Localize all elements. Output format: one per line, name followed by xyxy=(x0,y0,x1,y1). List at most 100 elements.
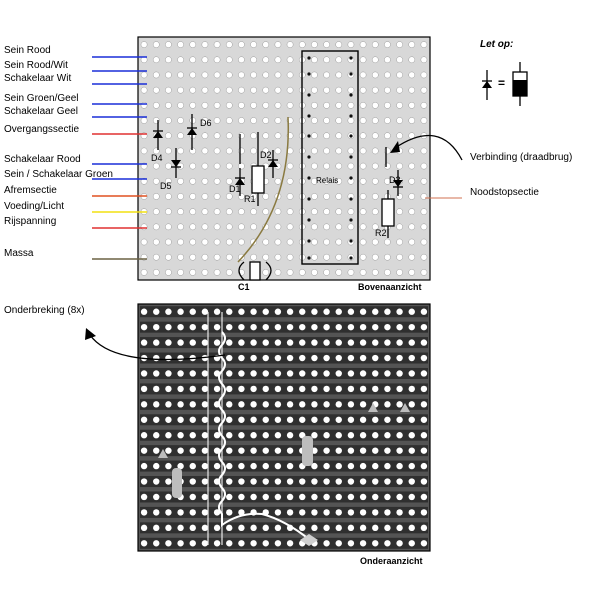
top-hole xyxy=(371,208,379,216)
bottom-hole xyxy=(177,432,184,439)
top-hole xyxy=(420,193,428,200)
label-d1: D1 xyxy=(229,184,241,194)
bottom-hole xyxy=(189,385,196,393)
relay-pin xyxy=(307,239,311,243)
top-hole xyxy=(152,86,160,94)
bottom-hole xyxy=(274,323,282,331)
label-massa: Massa xyxy=(4,248,34,259)
bottom-hole xyxy=(359,308,367,315)
label-c1: C1 xyxy=(238,282,250,292)
relay-pin xyxy=(349,218,353,222)
bottom-hole xyxy=(335,509,342,516)
bottom-hole xyxy=(226,339,233,346)
bottom-hole xyxy=(140,524,148,532)
top-hole xyxy=(408,101,416,109)
d4-body xyxy=(153,131,163,138)
top-hole xyxy=(274,132,282,140)
top-hole xyxy=(396,71,403,79)
top-hole xyxy=(347,101,355,109)
bottom-hole xyxy=(177,447,184,454)
bottom-hole xyxy=(384,432,391,439)
bottom-hole xyxy=(226,509,233,516)
copper-strip xyxy=(140,337,428,349)
top-hole xyxy=(371,253,379,261)
bottom-hole xyxy=(408,370,415,377)
top-hole xyxy=(238,86,245,94)
top-hole xyxy=(323,41,330,48)
bottom-hole xyxy=(335,401,342,408)
top-hole xyxy=(311,223,318,231)
bottom-hole xyxy=(177,509,184,516)
bottom-hole xyxy=(347,493,355,501)
relay-pin xyxy=(307,93,311,97)
bottom-hole xyxy=(359,354,367,362)
top-hole xyxy=(262,269,270,276)
bottom-hole xyxy=(372,478,379,485)
bottom-hole xyxy=(201,385,209,393)
top-hole xyxy=(371,41,379,48)
top-hole xyxy=(238,147,245,155)
bottom-hole xyxy=(420,370,428,377)
top-hole xyxy=(250,208,257,216)
bottom-hole xyxy=(201,478,209,485)
top-hole xyxy=(335,238,343,246)
bottom-hole xyxy=(165,478,172,485)
bottom-hole xyxy=(384,447,391,454)
equals-sign: = xyxy=(498,76,506,90)
top-hole xyxy=(347,223,355,231)
top-hole xyxy=(384,56,391,64)
copper-strip xyxy=(140,522,428,534)
bottom-hole xyxy=(177,385,184,393)
top-hole xyxy=(286,71,294,79)
top-hole xyxy=(201,208,209,216)
bottom-hole xyxy=(213,432,221,439)
top-hole xyxy=(250,253,257,261)
top-hole xyxy=(225,238,233,246)
bottom-hole xyxy=(140,462,148,470)
top-hole xyxy=(371,177,379,185)
top-hole xyxy=(225,253,233,261)
label-schakelaar-rood: Schakelaar Rood xyxy=(4,154,81,165)
top-hole xyxy=(371,56,379,64)
bottom-hole xyxy=(165,385,172,393)
bottom-hole xyxy=(189,416,196,423)
top-hole xyxy=(396,208,403,216)
relay-outline xyxy=(301,50,359,265)
bottom-hole xyxy=(262,339,269,346)
bottom-hole xyxy=(299,385,306,393)
bottom-hole xyxy=(396,401,403,408)
c1-arc xyxy=(265,261,272,281)
top-hole xyxy=(298,269,306,276)
bottom-hole xyxy=(396,462,403,470)
top-hole xyxy=(286,41,294,48)
bottom-hole xyxy=(335,416,342,423)
top-hole xyxy=(140,86,148,94)
top-hole xyxy=(201,223,209,231)
bottom-hole xyxy=(359,462,367,470)
top-hole xyxy=(323,269,330,276)
top-hole xyxy=(201,86,209,94)
top-hole xyxy=(371,86,379,94)
bottom-hole xyxy=(420,478,428,485)
top-hole xyxy=(238,101,245,109)
bottom-hole xyxy=(323,540,330,547)
bottom-hole xyxy=(213,509,221,516)
bottom-hole xyxy=(238,370,245,377)
top-hole xyxy=(420,269,428,276)
bottom-hole xyxy=(286,462,294,470)
top-hole xyxy=(213,41,221,48)
copper-strip xyxy=(140,506,428,518)
top-hole xyxy=(262,147,270,155)
bottom-hole xyxy=(286,308,294,315)
top-hole xyxy=(201,56,209,64)
top-hole xyxy=(177,56,184,64)
bottom-hole xyxy=(213,462,221,470)
d1-body xyxy=(235,178,245,185)
top-hole xyxy=(177,223,184,231)
top-hole xyxy=(335,162,343,170)
top-hole xyxy=(396,253,403,261)
top-hole xyxy=(213,177,221,185)
bottom-hole xyxy=(153,416,160,423)
bottom-hole xyxy=(274,478,282,485)
bottom-hole xyxy=(250,432,257,439)
